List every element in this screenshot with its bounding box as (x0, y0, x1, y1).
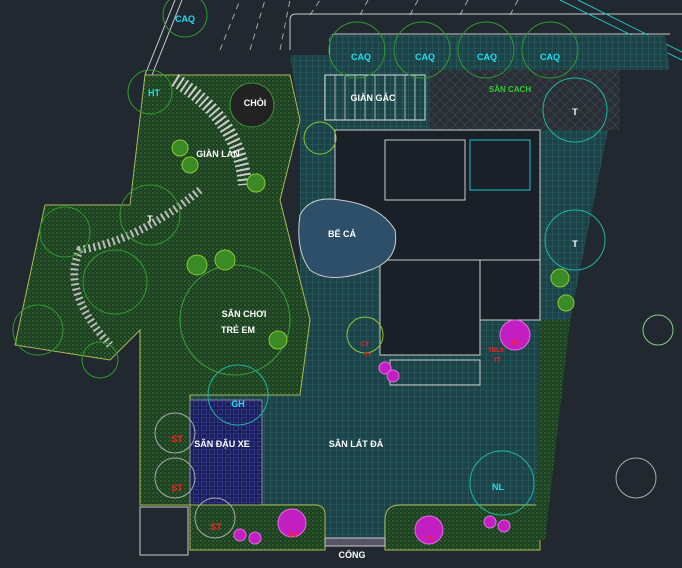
label-t: T (147, 214, 153, 224)
label-st: ST (171, 483, 183, 493)
shrubs (171, 139, 575, 350)
label-tt: TT (493, 358, 501, 364)
label-san-cach: SÂN CACH (489, 85, 531, 94)
label-nl: NL (492, 482, 504, 492)
label-choi: CHÒI (244, 97, 267, 108)
label-ht: HT (148, 88, 160, 98)
label-caq: CAQ (415, 52, 435, 62)
road (219, 0, 519, 51)
flowering-shrubs (233, 319, 531, 545)
label-tblx: TBLX (488, 348, 504, 354)
label-be-ca: BỂ CÁ (328, 228, 357, 239)
label-san-lat-da: SÂN LÁT ĐÁ (329, 438, 384, 449)
label-san-choi: SÂN CHƠI (222, 308, 267, 319)
label-cong: CỔNG (339, 549, 366, 560)
label-st: ST (210, 522, 222, 532)
label-caq: CAQ (175, 14, 195, 24)
label-t: T (572, 239, 578, 249)
label-gian-lan: GIÀN LAN (196, 149, 240, 159)
house (334, 129, 541, 356)
label-tv: TV (289, 532, 298, 539)
label-tt: TT (364, 353, 372, 359)
parking-area (189, 399, 263, 506)
label-ct: CT (361, 342, 369, 348)
label-tv: TV (426, 536, 435, 543)
label-st: ST (171, 434, 183, 444)
label-gh: GH (231, 399, 245, 409)
fish-pond (298, 198, 397, 278)
label-caq: CAQ (351, 52, 371, 62)
gate[interactable] (324, 537, 386, 547)
label-caq: CAQ (477, 52, 497, 62)
label-caq: CAQ (540, 52, 560, 62)
label-san-dau-xe: SÂN ĐẬU XE (194, 438, 250, 449)
label-t: T (572, 107, 578, 117)
trees (12, 0, 674, 539)
gazebo (229, 82, 275, 128)
label-tre-em: TRẺ EM (221, 324, 255, 335)
label-tv: TV (511, 340, 520, 347)
label-gian-gac: GIÀN GÁC (351, 93, 397, 103)
